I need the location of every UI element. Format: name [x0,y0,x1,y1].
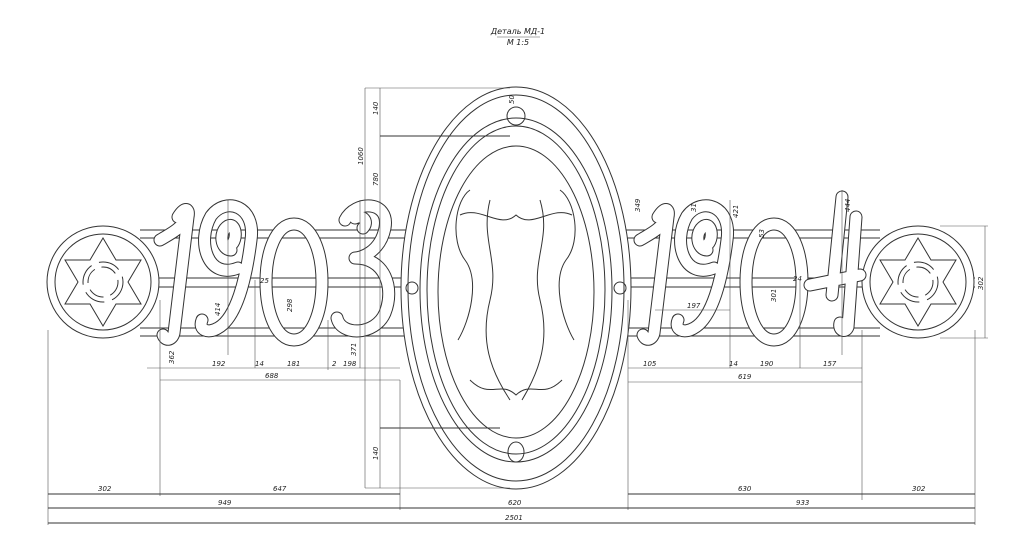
left-star-medallion [46,225,160,339]
dim-zero-height: 298 [286,298,294,312]
dim-inner-height: 780 [372,172,380,186]
dim-bottom-gap: 140 [372,446,380,460]
dim-bottom-933: 933 [796,499,809,507]
dim-height-total: 1060 [357,147,365,165]
dim-w14a: 14 [255,360,264,368]
dim-three-height: 371 [350,343,358,356]
dim-right-top: 349 [634,198,642,212]
right-digit-dimension-lines [628,190,988,500]
year-left-artwork [160,206,389,340]
dim-left-one-offset: 362 [168,350,176,364]
dim-top-gap: 140 [372,101,380,115]
dim-w198: 198 [343,360,357,368]
dim-bottom-302-left: 302 [98,485,112,493]
left-digit-dimension-lines [147,200,400,385]
dim-w192: 192 [212,360,226,368]
dim-bottom-620: 620 [508,499,522,507]
dim-nine-stroke: 31 [690,203,698,212]
scale-label: М 1:5 [507,38,529,47]
dim-zero-r-height: 301 [770,289,778,302]
central-oval-monogram [400,86,632,490]
dim-w2: 2 [332,360,337,368]
dim-w688: 688 [265,372,279,380]
dim-bottom-630: 630 [738,485,752,493]
vertical-dimensions [364,87,510,489]
dim-w181: 181 [287,360,300,368]
dim-circle-diameter: 302 [977,276,985,290]
dim-ring: 50 [508,95,516,104]
dim-bottom-2501: 2501 [505,514,523,522]
detail-title: Деталь МД-1 [490,27,545,36]
dim-bottom-302-right: 302 [912,485,926,493]
dim-four-height: 444 [844,199,852,212]
dim-bottom-949: 949 [218,499,232,507]
dim-nine-height: 421 [732,205,740,218]
dim-zero-r-w: 24 [793,275,802,283]
dim-zero-stroke: 25 [260,277,269,285]
right-star-medallion [861,225,975,339]
dim-w190: 190 [760,360,774,368]
dim-zero-r-stroke: 53 [758,229,766,238]
bottom-dimension-lines [47,300,976,525]
dim-w105: 105 [643,360,657,368]
dim-w14b: 14 [729,360,738,368]
dim-left-nine-height: 414 [214,303,222,316]
dim-bottom-647: 647 [273,485,287,493]
dim-w619: 619 [738,373,752,381]
dim-w197: 197 [687,302,701,310]
year-right-artwork [640,197,860,340]
dim-w157: 157 [823,360,837,368]
